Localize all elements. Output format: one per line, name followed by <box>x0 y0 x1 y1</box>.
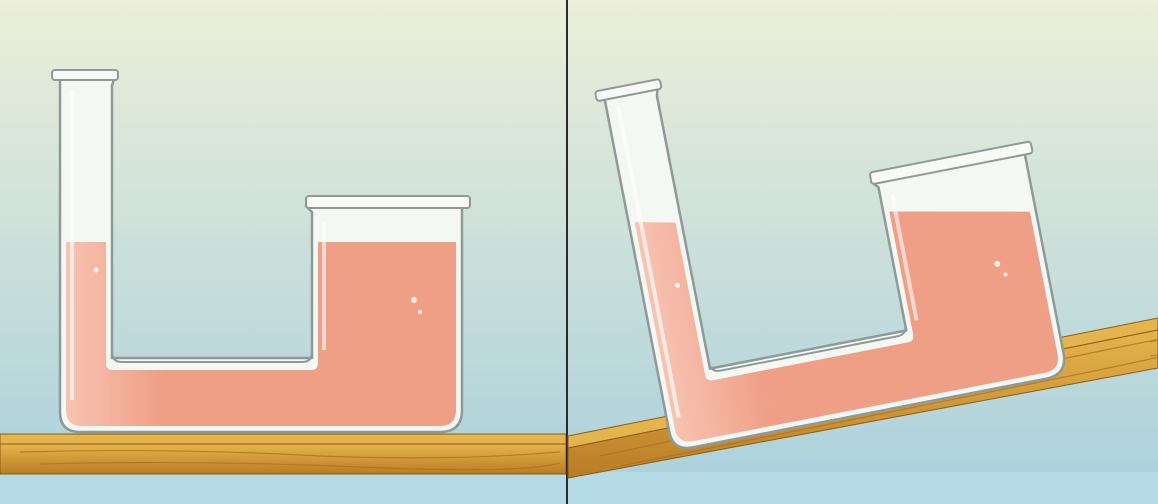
left-panel <box>0 0 566 504</box>
left-tube-rim <box>52 70 118 80</box>
left-panel-base-band <box>0 472 566 504</box>
right-panel <box>568 0 1158 504</box>
left-beaker-rim <box>306 196 470 208</box>
left-board-top-face <box>0 434 566 444</box>
left-wooden-board <box>0 434 566 474</box>
left-bubble <box>94 268 99 273</box>
left-bubble <box>411 297 417 303</box>
left-bubble <box>418 310 422 314</box>
right-panel-base-band <box>568 472 1158 504</box>
